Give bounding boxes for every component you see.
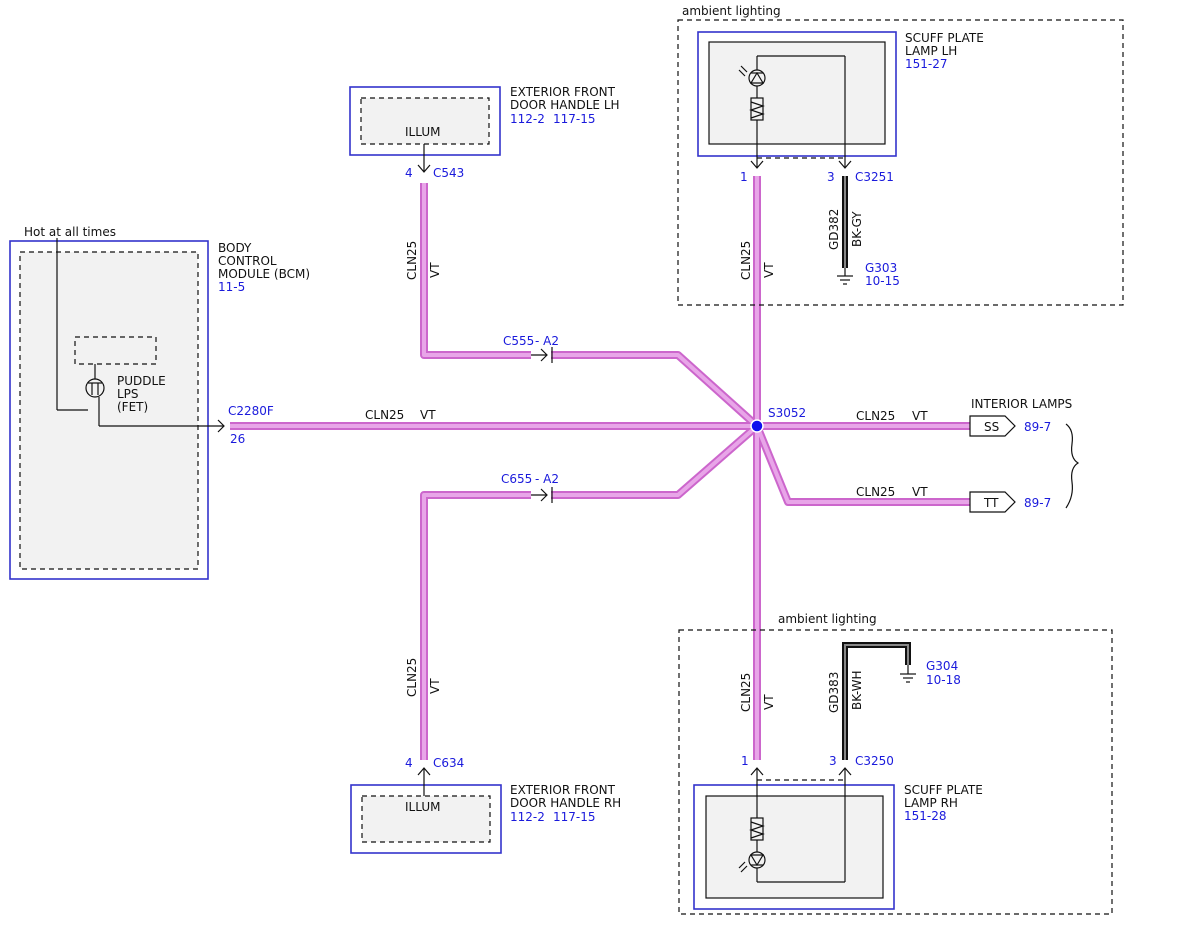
rh-lamp-wire-circuit: CLN25	[739, 673, 753, 712]
splice-label: S3052	[768, 406, 806, 420]
c655-a2: - A2	[535, 472, 559, 486]
door-lh-ref2: 117-15	[553, 112, 596, 126]
hot-at-all-times-label: Hot at all times	[24, 225, 116, 239]
g304-ref: 10-18	[926, 673, 961, 687]
lamp-rh-title2: LAMP RH	[904, 796, 958, 810]
ambient-top-label: ambient lighting	[682, 4, 781, 18]
ambient-lighting-bottom-box	[678, 629, 1113, 915]
door-handle-lh	[349, 86, 501, 173]
door-rh-title1: EXTERIOR FRONT	[510, 783, 616, 797]
door-rh-connector: C634	[433, 756, 464, 770]
lamp-rh-pin1: 1	[741, 754, 749, 768]
lh-door-wire-circuit: CLN25	[405, 241, 419, 280]
lh-door-wire-color: VT	[428, 262, 442, 278]
door-rh-inner: ILLUM	[405, 800, 440, 814]
tt-wire-color: VT	[912, 485, 928, 499]
tt-flag-label: TT	[983, 496, 999, 510]
gd382-color: BK-GY	[850, 211, 864, 247]
lamp-rh-title1: SCUFF PLATE	[904, 783, 983, 797]
ss-wire-circuit: CLN25	[856, 409, 895, 423]
bcm-title-line1: BODY	[218, 241, 252, 255]
bcm-pin: 26	[230, 432, 245, 446]
puddle-label-3: (FET)	[117, 400, 148, 414]
c555-label: C555	[503, 334, 534, 348]
g304-label: G304	[926, 659, 958, 673]
puddle-label-1: PUDDLE	[117, 374, 166, 388]
ss-ref: 89-7	[1024, 420, 1051, 434]
bcm-module	[9, 238, 225, 580]
ground-wire-g304	[842, 642, 916, 760]
splice-node	[750, 419, 764, 433]
bcm-title-line2: CONTROL	[218, 254, 277, 268]
door-lh-ref1: 112-2	[510, 112, 545, 126]
lamp-lh-connector: C3251	[855, 170, 894, 184]
ambient-lighting-top-box	[677, 19, 1124, 306]
lamp-lh-ref: 151-27	[905, 57, 948, 71]
lh-lamp-wire-color: VT	[762, 262, 776, 278]
ss-connector-flag	[969, 415, 1016, 437]
door-rh-title2: DOOR HANDLE RH	[510, 796, 621, 810]
door-rh-ref1: 112-2	[510, 810, 545, 824]
puddle-label-2: LPS	[117, 387, 139, 401]
ambient-bottom-label: ambient lighting	[778, 612, 877, 626]
interior-lamps-brace	[1065, 423, 1080, 509]
door-lh-title1: EXTERIOR FRONT	[510, 85, 616, 99]
g303-label: G303	[865, 261, 897, 275]
door-rh-ref2: 117-15	[553, 810, 596, 824]
door-lh-connector: C543	[433, 166, 464, 180]
lamp-lh-pin1: 1	[740, 170, 748, 184]
lh-lamp-wire-circuit: CLN25	[739, 241, 753, 280]
lamp-lh-title2: LAMP LH	[905, 44, 957, 58]
ss-flag-label: SS	[984, 420, 999, 434]
tt-connector-flag	[969, 491, 1016, 513]
rh-door-wire-circuit: CLN25	[405, 658, 419, 697]
door-lh-title2: DOOR HANDLE LH	[510, 98, 620, 112]
interior-lamps-title: INTERIOR LAMPS	[971, 397, 1072, 411]
ground-wire-g303	[837, 176, 853, 285]
lamp-rh-pin3: 3	[829, 754, 837, 768]
lamp-lh-title1: SCUFF PLATE	[905, 31, 984, 45]
tt-ref: 89-7	[1024, 496, 1051, 510]
c655-label: C655	[501, 472, 532, 486]
door-rh-pin: 4	[405, 756, 413, 770]
lamp-rh-ref: 151-28	[904, 809, 947, 823]
bcm-wire-circuit: CLN25	[365, 408, 404, 422]
scuff-plate-lamp-rh	[693, 767, 895, 910]
scuff-plate-lamp-lh	[697, 31, 897, 169]
tt-wire-circuit: CLN25	[856, 485, 895, 499]
gd383-circuit: GD383	[827, 672, 841, 713]
c555-a2: - A2	[535, 334, 559, 348]
gd382-circuit: GD382	[827, 209, 841, 250]
door-lh-inner: ILLUM	[405, 125, 440, 139]
vt-wires	[230, 176, 970, 760]
door-handle-rh	[350, 767, 502, 854]
lamp-lh-pin3: 3	[827, 170, 835, 184]
bcm-ref: 11-5	[218, 280, 245, 294]
rh-door-wire-color: VT	[428, 678, 442, 694]
bcm-wire-color: VT	[420, 408, 436, 422]
rh-lamp-wire-color: VT	[762, 694, 776, 710]
lamp-rh-connector: C3250	[855, 754, 894, 768]
bcm-connector: C2280F	[228, 404, 274, 418]
door-lh-pin: 4	[405, 166, 413, 180]
gd383-color: BK-WH	[850, 670, 864, 710]
bcm-title-line3: MODULE (BCM)	[218, 267, 310, 281]
g303-ref: 10-15	[865, 274, 900, 288]
ss-wire-color: VT	[912, 409, 928, 423]
